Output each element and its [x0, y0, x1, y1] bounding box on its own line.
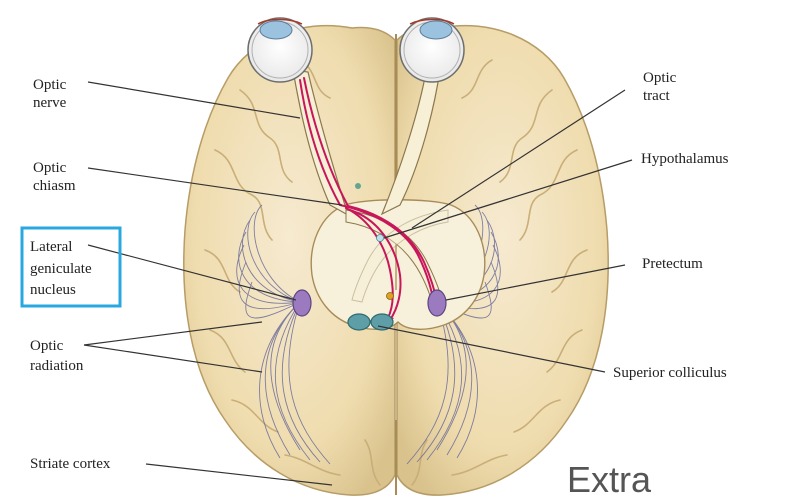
label-optic-nerve-line2: nerve [33, 95, 67, 111]
label-hypothalamus: Hypothalamus [641, 151, 729, 167]
label-optic-chiasm-line2: chiasm [33, 178, 76, 194]
label-optic-nerve-line1: Optic [33, 77, 67, 93]
label-optic-radiation-line1: Optic [30, 338, 64, 354]
right-eyeball [400, 18, 464, 82]
left-superior-colliculus [348, 314, 370, 330]
left-lgn [293, 290, 311, 316]
hypothalamic-nucleus [377, 235, 384, 242]
left-labels: Optic nerve Optic chiasm Lateral genicul… [30, 77, 111, 472]
label-striate-cortex: Striate cortex [30, 456, 111, 472]
right-superior-colliculus [371, 314, 393, 330]
right-lgn [428, 290, 446, 316]
pretectal-nucleus [387, 293, 394, 300]
extra-text: Extra [567, 459, 652, 499]
label-lgn-line2: geniculate [30, 261, 92, 277]
label-pretectum: Pretectum [642, 256, 703, 272]
label-lgn-line1: Lateral [30, 239, 72, 255]
label-optic-chiasm-line1: Optic [33, 160, 67, 176]
label-optic-tract-line2: tract [643, 88, 670, 104]
label-superior-colliculus: Superior colliculus [613, 365, 727, 381]
chiasm-dot [355, 183, 361, 189]
label-lgn-line3: nucleus [30, 282, 76, 298]
right-labels: Optic tract Hypothalamus Pretectum Super… [613, 70, 729, 381]
left-eyeball [248, 18, 312, 82]
label-optic-radiation-line2: radiation [30, 358, 84, 374]
label-optic-tract-line1: Optic [643, 70, 677, 86]
